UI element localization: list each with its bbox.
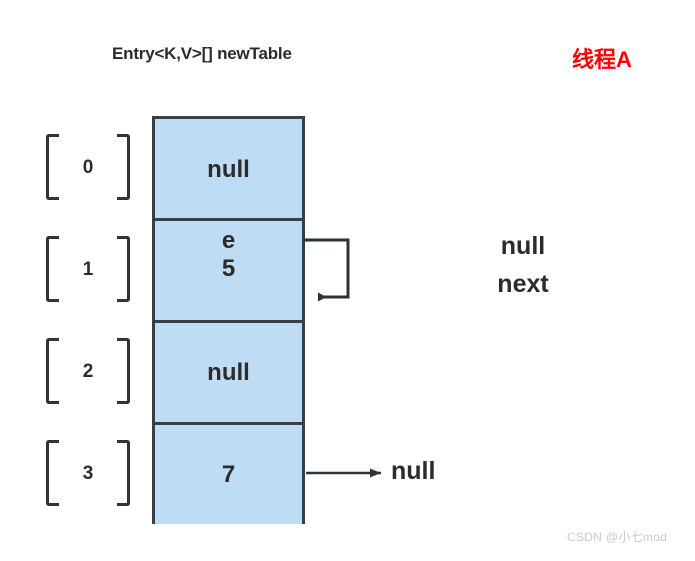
thread-label: 线程A [572, 47, 632, 72]
bucket-array: null e 5 null 7 [152, 116, 305, 524]
bucket-entry-name: e [221, 227, 236, 254]
bracket-pair: 3 [42, 440, 134, 506]
index-label: 2 [82, 360, 94, 382]
bucket-cell-2: null [155, 320, 302, 422]
side-annotation-group: null next [463, 228, 583, 303]
array-index-2: 2 [38, 320, 138, 422]
bucket-value: null [207, 156, 250, 184]
bracket-pair: 0 [42, 134, 134, 200]
array-index-1: 1 [38, 218, 138, 320]
bracket-left-icon [46, 440, 59, 506]
bucket-value: null [207, 358, 250, 386]
bracket-pair: 2 [42, 338, 134, 404]
bracket-left-icon [46, 134, 59, 200]
bucket-cell-0: null [155, 119, 302, 221]
side-label-next: next [497, 269, 549, 298]
array-index-3: 3 [38, 422, 138, 524]
page-title: Entry<K,V>[] newTable [112, 44, 292, 63]
watermark: CSDN @小七mod [567, 530, 668, 544]
bracket-right-icon [117, 236, 130, 302]
bracket-right-icon [117, 338, 130, 404]
bucket-value: 7 [221, 460, 236, 488]
bracket-right-icon [117, 134, 130, 200]
side-label-null: null [500, 232, 546, 260]
index-label: 1 [82, 258, 94, 280]
array-index-column: 0 1 2 3 [38, 116, 138, 524]
bucket-entry-key: 5 [221, 255, 236, 283]
bucket-cell-3: 7 [155, 422, 302, 524]
tail-null-label: null [391, 457, 436, 485]
bucket-cell-1: e 5 [155, 218, 302, 320]
bracket-right-icon [117, 440, 130, 506]
index-label: 3 [82, 462, 94, 484]
bracket-left-icon [46, 338, 59, 404]
bracket-pair: 1 [42, 236, 134, 302]
index-label: 0 [82, 156, 94, 178]
bracket-left-icon [46, 236, 59, 302]
array-index-0: 0 [38, 116, 138, 218]
self-loop-arrow [304, 238, 350, 302]
